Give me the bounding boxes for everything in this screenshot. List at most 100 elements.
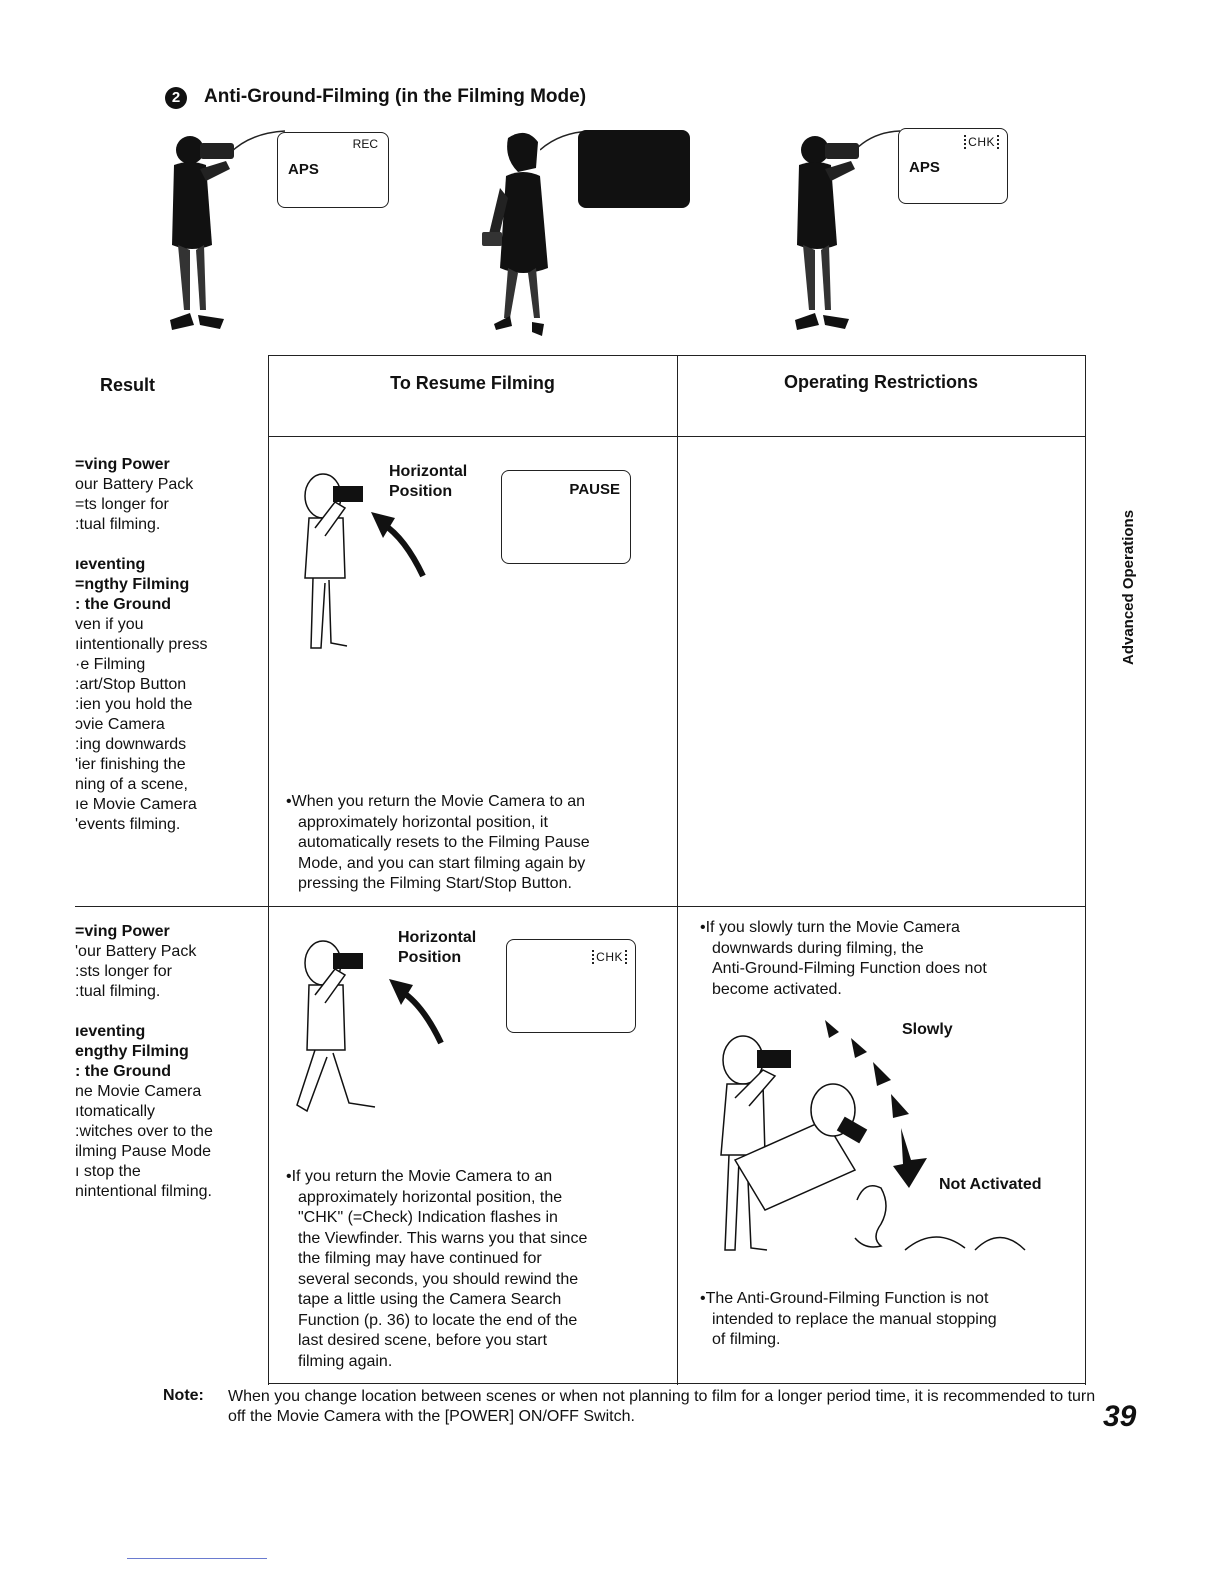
result-line: ·e Filming xyxy=(75,656,146,673)
result-line: : the Ground xyxy=(75,596,171,613)
text-line: •When you return the Movie Camera to an xyxy=(286,793,586,810)
result-text-row-1: =ving Power our Battery Pack =ts longer fo… xyxy=(75,455,265,835)
table-header-rule xyxy=(268,436,1086,437)
result-line: :sts longer for xyxy=(75,963,172,980)
text-line: downwards during filming, the xyxy=(712,939,924,957)
result-line: :ien you hold the xyxy=(75,696,193,713)
text-line: intended to replace the manual stopping xyxy=(712,1310,997,1328)
resume-text-row-1: •When you return the Movie Camera to an a… xyxy=(286,792,668,895)
table-divider-left xyxy=(268,355,269,1385)
text-line: •If you slowly turn the Movie Camera xyxy=(700,919,960,936)
person-walking-camera-illustration xyxy=(296,940,444,1113)
result-text-row-2: =ving Power 'our Battery Pack :sts longer … xyxy=(75,922,265,1202)
result-line: :witches over to the xyxy=(75,1123,213,1140)
side-tab-advanced-operations: Advanced Operations xyxy=(1120,509,1137,665)
pause-indicator: PAUSE xyxy=(569,481,620,498)
result-line xyxy=(75,1002,265,1022)
viewfinder-chk-aps: CHK APS xyxy=(898,128,1008,204)
horizontal-position-label-1: Horizontal Position xyxy=(389,463,468,500)
table-divider-right xyxy=(1085,355,1086,1385)
table-top-rule xyxy=(268,355,1086,356)
text-line: become activated. xyxy=(712,980,842,998)
result-line: engthy Filming xyxy=(75,1043,189,1060)
result-line: ilming Pause Mode xyxy=(75,1143,212,1160)
restrictions-text-2: •The Anti-Ground-Filming Function is not… xyxy=(700,1289,1072,1351)
result-line: ning of a scene, xyxy=(75,776,188,793)
restrictions-text-1: •If you slowly turn the Movie Camera down… xyxy=(700,918,1072,1000)
text-line: pressing the Filming Start/Stop Button. xyxy=(298,875,572,892)
person-horizontal-camera-illustration xyxy=(304,473,426,649)
restrictions-header: Operating Restrictions xyxy=(783,372,979,392)
page-number: 39 xyxy=(1103,1400,1137,1433)
result-line: =ving Power xyxy=(75,923,170,940)
chk-indicator: CHK xyxy=(592,950,627,964)
result-line: ven if you xyxy=(75,616,144,633)
result-line: :tual filming. xyxy=(75,516,161,533)
footer-rule xyxy=(127,1558,267,1559)
result-line: ne Movie Camera xyxy=(75,1083,202,1100)
step-number-badge: 2 xyxy=(165,87,187,109)
woman-filming-illustration xyxy=(170,136,234,330)
woman-filming-check-illustration xyxy=(795,136,859,330)
horizontal-position-label-2: Horizontal Position xyxy=(398,929,477,966)
chk-indicator: CHK xyxy=(964,135,999,149)
text-line: several seconds, you should rewind the xyxy=(298,1270,579,1288)
viewfinder-pause: PAUSE xyxy=(501,470,631,564)
result-line: ı stop the xyxy=(75,1163,141,1180)
woman-camera-down-illustration xyxy=(482,132,548,336)
text-line: filming again. xyxy=(298,1352,393,1370)
viewfinder-chk: CHK xyxy=(506,939,636,1033)
result-line: : the Ground xyxy=(75,1063,171,1080)
result-line: =ngthy Filming xyxy=(75,576,190,593)
result-line: 'events filming. xyxy=(75,816,181,833)
not-activated-label: Not Activated xyxy=(939,1176,1042,1193)
section-title: Anti-Ground-Filming (in the Filming Mode… xyxy=(204,86,587,107)
aps-indicator: APS xyxy=(909,159,940,176)
text-line: Mode, and you can start filming again by xyxy=(298,854,586,872)
result-line: :art/Stop Button xyxy=(75,676,187,693)
viewfinder-black-screen xyxy=(578,130,690,208)
text-line: automatically resets to the Filming Paus… xyxy=(298,834,590,851)
table-bottom-rule xyxy=(268,1383,1086,1384)
viewfinder-pointer-1 xyxy=(230,130,286,154)
result-line xyxy=(75,535,265,555)
text-line: tape a little using the Camera Search xyxy=(298,1291,562,1308)
text-line: Anti-Ground-Filming Function does not xyxy=(712,960,987,977)
result-line: our Battery Pack xyxy=(75,476,194,493)
slow-turn-illustration xyxy=(720,1020,1026,1251)
text-line: •If you return the Movie Camera to an xyxy=(286,1168,553,1185)
note-label: Note: xyxy=(163,1387,204,1404)
rec-indicator: REC xyxy=(352,137,378,151)
result-line: 'ier finishing the xyxy=(75,756,186,773)
text-line: the Viewfinder. This warns you that sinc… xyxy=(298,1229,588,1247)
result-line: ıeventing xyxy=(75,556,146,573)
text-line: "CHK" (=Check) Indication flashes in xyxy=(298,1209,558,1226)
table-divider-middle xyxy=(677,355,678,1385)
text-line: the filming may have continued for xyxy=(298,1250,542,1267)
result-line: 'our Battery Pack xyxy=(75,943,197,960)
result-header: Result xyxy=(100,375,156,395)
note-text: When you change location between scenes … xyxy=(228,1388,1096,1425)
text-line: last desired scene, before you start xyxy=(298,1332,548,1349)
text-line: •The Anti-Ground-Filming Function is not xyxy=(700,1290,989,1307)
result-line: ɔvie Camera xyxy=(75,716,165,733)
resume-text-row-2: •If you return the Movie Camera to an app… xyxy=(286,1167,668,1372)
result-line: ıeventing xyxy=(75,1023,146,1040)
text-line: Function (p. 36) to locate the end of th… xyxy=(298,1311,578,1329)
result-line: =ts longer for xyxy=(75,496,169,513)
text-line: approximately horizontal position, the xyxy=(298,1188,563,1206)
result-line: :tual filming. xyxy=(75,983,161,1000)
result-line: =ving Power xyxy=(75,456,170,473)
result-line: :ing downwards xyxy=(75,736,187,753)
resume-header: To Resume Filming xyxy=(390,373,555,393)
result-line: ıe Movie Camera xyxy=(75,796,197,813)
result-line: ıintentionally press xyxy=(75,636,208,653)
viewfinder-rec-aps: REC APS xyxy=(277,132,389,208)
slowly-label: Slowly xyxy=(902,1021,953,1038)
viewfinder-pointer-3 xyxy=(855,130,901,151)
table-row-divider xyxy=(75,906,1086,907)
text-line: of filming. xyxy=(712,1331,781,1348)
result-line: ıtomatically xyxy=(75,1103,156,1120)
aps-indicator: APS xyxy=(288,161,319,178)
text-line: approximately horizontal position, it xyxy=(298,813,548,831)
